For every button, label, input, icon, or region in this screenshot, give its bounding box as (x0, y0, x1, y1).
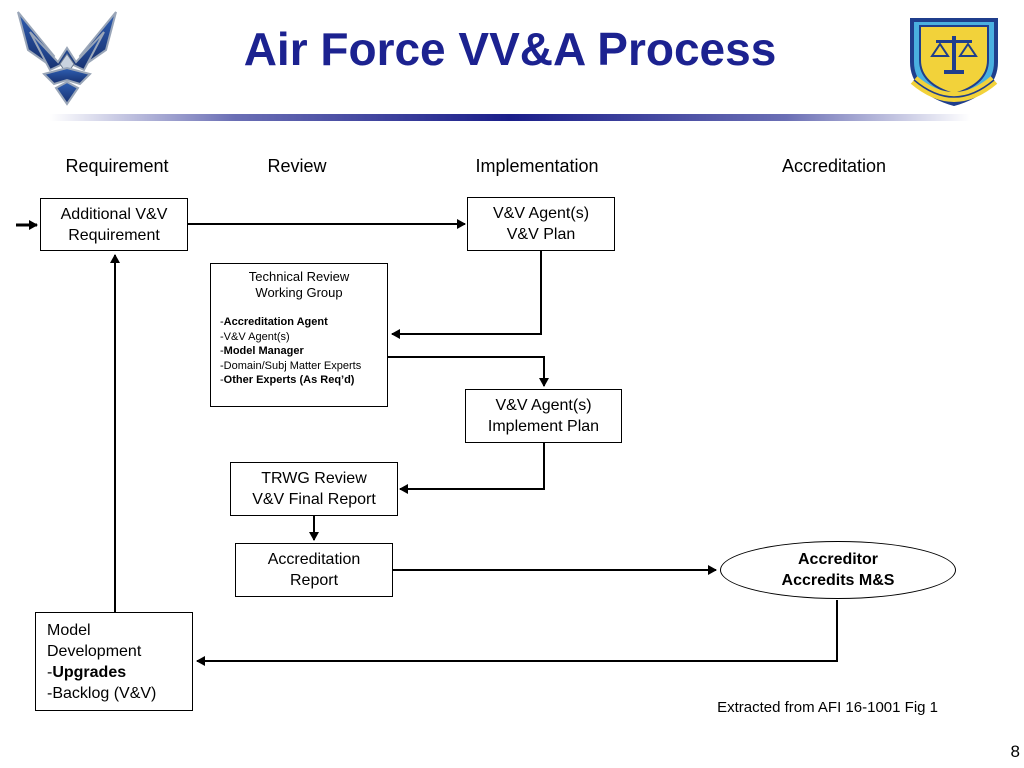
column-heading-requirement: Requirement (65, 156, 169, 176)
arrow-accreditor-to-model (196, 600, 838, 666)
slide-title: Air Force VV&A Process (243, 23, 777, 75)
box-line: V&V Agent(s) (492, 205, 590, 222)
title-underline-rule (50, 110, 970, 121)
trwg-member: -Domain/Subj Matter Experts (220, 359, 362, 372)
implement-plan-box: V&V Agent(s) Implement Plan (465, 389, 622, 443)
trwg-member: -V&V Agent(s) (220, 330, 290, 343)
operational-test-evaluation-center-emblem-icon (906, 10, 1002, 107)
arrow-implement-to-review (399, 443, 545, 494)
model-development-box: Model Development -Upgrades -Backlog (V&… (35, 612, 193, 711)
technical-review-working-group-box: Technical Review Working Group -Accredit… (210, 263, 388, 407)
arrow-trwg-to-implement (388, 356, 549, 387)
box-line: Accreditor (797, 551, 879, 568)
trwg-member: -Model Manager (220, 345, 304, 357)
accreditor-ellipse: Accreditor Accredits M&S (720, 541, 956, 599)
box-line: Implement Plan (487, 418, 600, 435)
box-line: -Upgrades (47, 663, 127, 681)
trwg-member: -Accreditation Agent (220, 316, 328, 328)
box-line: Development (47, 642, 142, 660)
box-line: Accreditation (267, 551, 361, 568)
column-heading-review: Review (267, 156, 327, 176)
box-line: Requirement (68, 226, 160, 244)
trwg-title-line: Technical Review (248, 269, 350, 284)
box-line: TRWG Review (261, 470, 367, 487)
trwg-review-box: TRWG Review V&V Final Report (230, 462, 398, 516)
trwg-member: -Other Experts (As Req’d) (220, 374, 355, 386)
box-line: -Backlog (V&V) (47, 684, 157, 702)
air-force-wings-logo-icon (14, 4, 120, 108)
column-heading-implementation: Implementation (475, 156, 599, 176)
trwg-members-list: -Accreditation Agent -V&V Agent(s) -Mode… (211, 315, 387, 388)
additional-vv-requirement-box: Additional V&V Requirement (40, 198, 188, 251)
box-line: V&V Agent(s) (495, 397, 592, 414)
box-line: Model (47, 621, 91, 639)
box-line: Additional V&V (60, 205, 168, 223)
box-line: V&V Final Report (252, 491, 376, 508)
box-line: Report (289, 572, 339, 589)
column-heading-accreditation: Accreditation (781, 156, 887, 176)
vv-plan-box: V&V Agent(s) V&V Plan (467, 197, 615, 251)
page-number: 8 (1010, 742, 1020, 761)
trwg-title-line: Working Group (255, 285, 343, 300)
box-line: V&V Plan (506, 226, 576, 243)
arrow-plan-to-trwg (391, 251, 542, 339)
source-citation: Extracted from AFI 16-1001 Fig 1 (717, 699, 938, 716)
box-line: Accredits M&S (781, 572, 895, 589)
accreditation-report-box: Accreditation Report (235, 543, 393, 597)
